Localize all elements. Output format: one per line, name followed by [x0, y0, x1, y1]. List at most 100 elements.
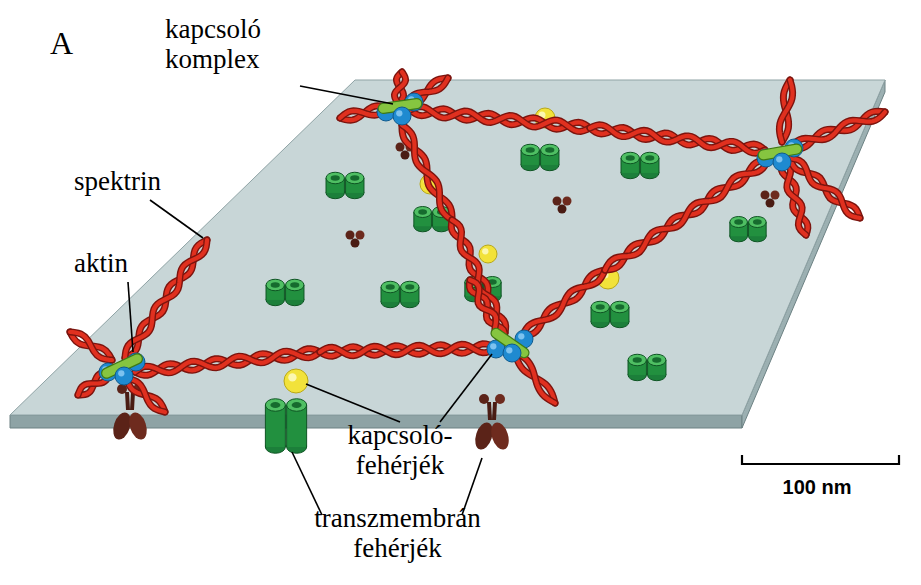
glycophorin-small — [346, 231, 365, 248]
leader-line — [306, 384, 400, 422]
spectrin-strand — [515, 352, 555, 403]
cylinder-pore — [292, 402, 302, 408]
spectrin-strand — [790, 112, 885, 148]
spectrin-strand-outline — [522, 270, 605, 337]
actin-filament — [100, 352, 144, 380]
spectrin-strand-outline — [605, 160, 768, 270]
trimer-lobe — [771, 191, 780, 200]
spectrin-strand — [790, 158, 860, 218]
spectrin-strand — [126, 378, 165, 412]
band-4-1 — [773, 153, 791, 171]
cylinder-top — [621, 152, 639, 164]
channel-protein — [265, 399, 306, 454]
cylinder-edge — [265, 405, 266, 447]
cylinder-top — [541, 144, 559, 156]
spectrin-strand — [395, 72, 406, 103]
scale-bar — [741, 455, 900, 465]
band-highlight — [396, 110, 402, 116]
spectrin-strand — [779, 80, 792, 142]
leader-line — [128, 282, 133, 352]
band-highlight — [118, 370, 124, 376]
cylinder-top — [730, 217, 748, 228]
glycophorin-small — [553, 197, 572, 214]
spectrin-strand-outline — [402, 125, 452, 220]
glycophorin-large — [472, 394, 512, 452]
scale-line — [741, 463, 900, 465]
channel-protein — [628, 354, 666, 380]
cylinder-top — [326, 172, 344, 184]
trimer-lobe — [553, 197, 562, 206]
stalk — [489, 402, 495, 420]
cylinder-pore — [290, 282, 299, 288]
spectrin-layer — [70, 72, 885, 412]
cylinder-top — [286, 279, 304, 291]
scale-label: 100 nm — [752, 476, 882, 498]
leader-line — [300, 86, 393, 104]
spectrin-strand — [790, 158, 860, 218]
spectrin-strand-outline — [790, 158, 860, 218]
linker-highlight — [482, 248, 488, 254]
part-label: kapcsoló-fehérjék — [330, 420, 470, 480]
cylinder-pore — [753, 219, 762, 224]
part-label: aktin — [74, 248, 174, 278]
spectrin-strand — [70, 332, 112, 360]
lobe-top — [495, 394, 505, 404]
junction-complex — [99, 352, 145, 385]
protein-layer — [110, 108, 779, 453]
channel-protein — [730, 217, 766, 242]
lobe-top — [479, 394, 489, 404]
lobe — [126, 410, 150, 442]
linker-protein — [479, 245, 497, 263]
trimer-lobe — [401, 151, 410, 160]
cylinder-pore — [418, 209, 427, 214]
glycophorin-small — [761, 191, 780, 208]
linker-protein — [284, 369, 308, 393]
spectrin-strand-outline — [126, 378, 165, 412]
spectrin-strand — [402, 125, 452, 220]
cylinder-edge — [286, 405, 287, 447]
spectrin-strand — [402, 125, 452, 220]
plane-surface — [10, 80, 885, 415]
spectrin-strand — [522, 270, 605, 337]
spectrin-strand-outline — [70, 332, 112, 360]
cylinder-top — [611, 301, 629, 313]
spectrin-strand-outline — [135, 349, 320, 375]
cylinder-edge — [285, 405, 286, 447]
spectrin-strand — [522, 270, 605, 337]
cylinder-pore — [615, 304, 624, 310]
spectrin-strand-outline — [790, 112, 885, 148]
leader-lines — [128, 86, 492, 515]
cylinder-top — [648, 354, 666, 366]
spectrin-strand — [605, 160, 768, 270]
cylinder-pore — [405, 284, 414, 290]
part-label: transzmembrán fehérjék — [310, 503, 485, 563]
spectrin-strand-outline — [790, 158, 860, 218]
cylinder-pore — [526, 147, 535, 153]
junction-complex — [757, 139, 803, 171]
trimer-lobe — [563, 197, 572, 206]
band-highlight — [518, 333, 524, 339]
spectrin-strand-outline — [402, 125, 452, 220]
membrane-plane — [10, 80, 885, 428]
channel-protein — [381, 281, 419, 307]
spectrin-strand — [135, 351, 320, 373]
part-label: spektrin — [74, 166, 194, 196]
spectrin-strand-outline — [320, 344, 495, 355]
cylinder-pore — [386, 284, 395, 290]
leader-line — [440, 354, 492, 422]
junction-complex — [377, 93, 423, 125]
spectrin-strand — [590, 125, 765, 153]
spectrin-strand-outline — [410, 107, 590, 132]
trimer-lobe — [396, 143, 405, 152]
channel-protein — [521, 144, 559, 170]
cylinder-pore — [271, 282, 280, 288]
channel-protein — [326, 172, 364, 198]
lobe — [488, 420, 512, 452]
band-4-1 — [503, 344, 521, 362]
cylinder-edge — [306, 405, 307, 447]
spectrin-strand-outline — [515, 352, 555, 403]
band-highlight — [490, 343, 496, 349]
spectrin-strand-outline — [320, 344, 495, 356]
spectrin-strand-outline — [605, 160, 768, 270]
cylinder-top — [591, 301, 609, 313]
